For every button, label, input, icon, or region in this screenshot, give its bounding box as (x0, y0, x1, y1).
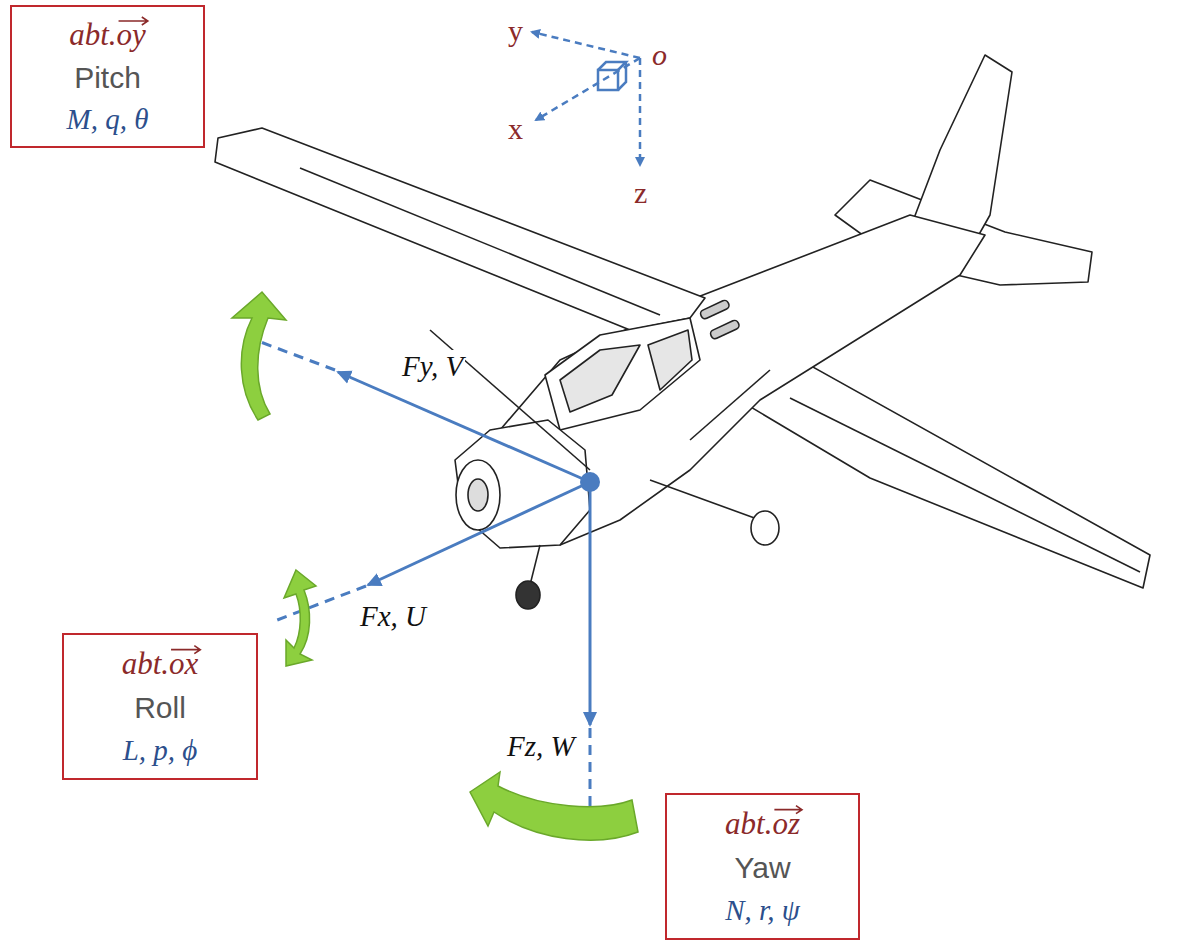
force-label: Fz, W (505, 730, 577, 763)
axis-reference: abt.oz (725, 806, 800, 842)
motion-box: abt.ozYaw N, r, ψ (665, 793, 860, 940)
force-label: Fx, U (358, 600, 428, 633)
motion-box: abt.oxRoll L, p, ϕ (62, 633, 258, 780)
rotation-name: Roll (134, 691, 186, 725)
origin-label: o (652, 38, 667, 72)
axis-reference: abt.oy (69, 17, 146, 53)
rotation-name: Pitch (74, 61, 141, 95)
motion-box: abt.oyPitch M, q, θ (10, 5, 205, 148)
force-label: Fy, V (400, 350, 465, 383)
rotation-symbols: M, q, θ (67, 103, 149, 136)
rotation-name: Yaw (734, 851, 790, 885)
rotation-symbols: N, r, ψ (725, 894, 799, 927)
axis-label: z (634, 176, 647, 210)
axis-reference: abt.ox (122, 646, 199, 682)
axis-label: x (508, 112, 523, 146)
axis-label: y (508, 14, 523, 48)
rotation-symbols: L, p, ϕ (123, 734, 198, 767)
